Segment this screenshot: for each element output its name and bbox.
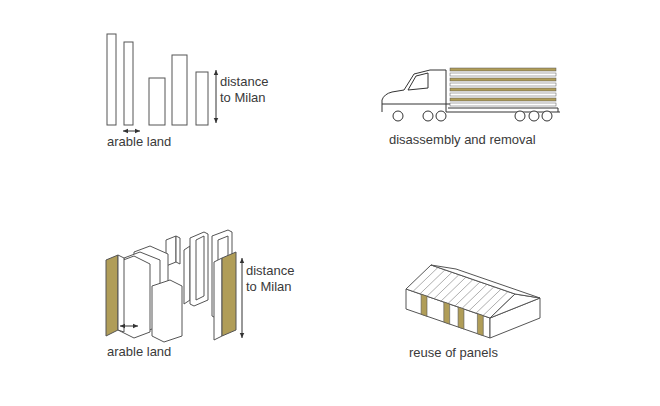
width-dimension <box>120 326 138 327</box>
panel <box>176 236 180 264</box>
gold-panel <box>458 307 464 329</box>
bar-chart <box>107 34 208 125</box>
bar <box>107 34 116 125</box>
height-dimension <box>216 70 217 123</box>
panel-stripe <box>450 98 556 101</box>
roof-rib <box>455 282 480 306</box>
panel-stack <box>106 230 236 342</box>
bar <box>149 78 165 125</box>
caption-label: arable land <box>107 344 227 360</box>
roof-rib <box>469 287 494 311</box>
panel-edge <box>214 258 222 340</box>
panel-stripe <box>450 68 556 71</box>
gold-panel <box>477 314 483 336</box>
i-beam <box>190 232 208 306</box>
panel-load <box>450 68 556 106</box>
panel-stripe <box>450 93 556 96</box>
panel-edge <box>118 255 124 332</box>
cab-line <box>382 104 450 105</box>
panel-stripe <box>450 73 556 76</box>
cab-window <box>408 73 428 90</box>
caption-label: disassembly and removal <box>389 132 589 148</box>
roof-rib <box>483 292 508 316</box>
dimension-label: distance to Milan <box>246 263 308 295</box>
panel-stripe <box>450 78 556 81</box>
roof-rib <box>441 277 466 301</box>
height-dimension <box>242 258 243 338</box>
dimension-label: distance to Milan <box>220 74 282 106</box>
shed-ribs <box>413 267 508 335</box>
wheel <box>542 111 552 121</box>
shed-roof-back <box>431 265 540 298</box>
roof-rib <box>420 270 445 294</box>
panel-stripe <box>450 88 556 91</box>
bar <box>196 72 208 125</box>
gold-panel <box>421 294 427 316</box>
shed <box>406 265 540 338</box>
panel <box>118 256 150 338</box>
width-dimension <box>123 131 140 132</box>
roof-rib <box>434 275 459 299</box>
i-beam <box>196 236 204 300</box>
roof-rib <box>427 272 452 296</box>
gold-panel <box>106 255 118 336</box>
panel-stripe <box>450 83 556 86</box>
trailer-bed <box>558 108 559 112</box>
wheel <box>515 111 525 121</box>
panel <box>184 246 190 304</box>
truck-cab <box>382 70 446 112</box>
gold-panel <box>444 302 450 324</box>
truck <box>382 70 560 112</box>
wheel <box>423 111 433 121</box>
trailer-bed <box>448 108 558 109</box>
panel <box>152 280 182 342</box>
roof-rib <box>413 267 438 291</box>
wheels <box>393 111 552 121</box>
panel-stripe <box>450 103 556 106</box>
wheel <box>393 111 403 121</box>
caption-label: reuse of panels <box>409 345 569 361</box>
roof-rib <box>476 289 501 313</box>
roof-rib <box>448 280 473 304</box>
bar <box>124 42 133 125</box>
caption-label: arable land <box>107 134 227 150</box>
gold-panel <box>222 252 236 336</box>
wheel <box>529 111 539 121</box>
wheel <box>436 111 446 121</box>
bar <box>172 55 187 125</box>
shed-gable <box>490 294 540 318</box>
roof-rib <box>462 284 487 308</box>
